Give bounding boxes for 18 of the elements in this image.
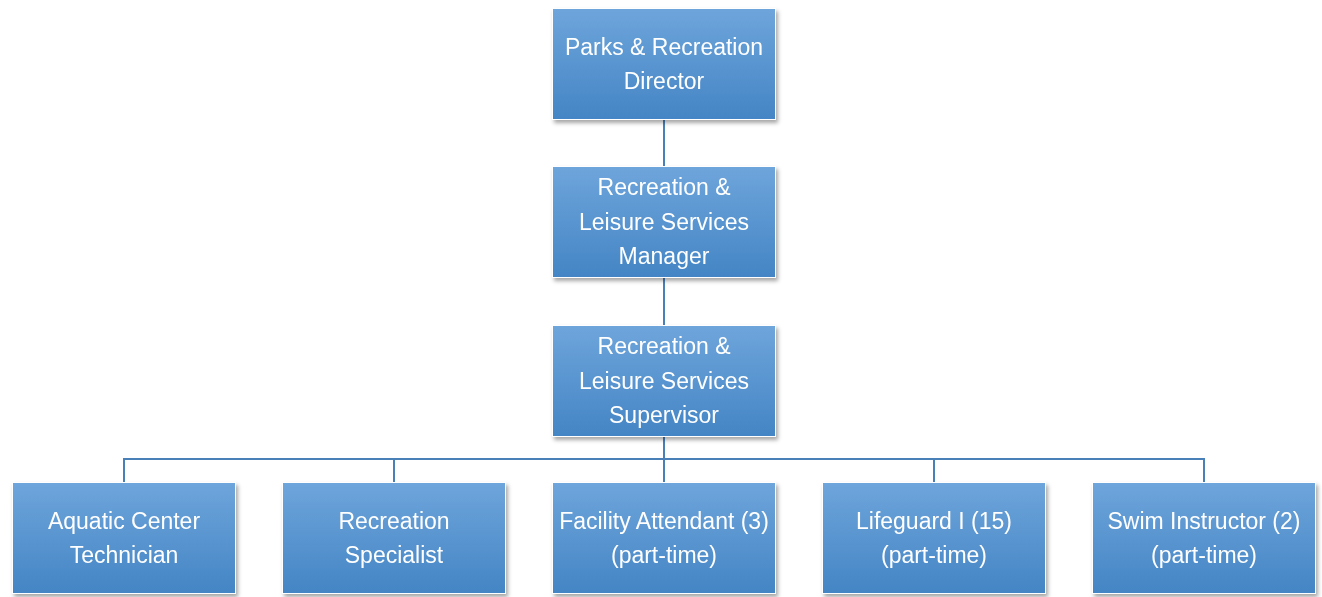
position-box <box>552 8 776 120</box>
job-title: Parks & Recreation Director <box>563 32 765 96</box>
position-box <box>552 325 776 437</box>
position-box <box>822 482 1046 594</box>
position-box <box>12 482 236 594</box>
connector-line <box>663 277 665 326</box>
connector-line <box>663 119 665 167</box>
position-box <box>552 166 776 278</box>
job-title: Recreation & Leisure Services Supervisor <box>578 332 750 431</box>
position-box <box>1092 482 1316 594</box>
job-title: Lifeguard I (15) (part-time) <box>855 506 1013 570</box>
job-title: Swim Instructor (2) (part-time) <box>1106 506 1302 570</box>
job-title: Recreation Specialist <box>337 506 451 570</box>
job-title: Recreation & Leisure Services Manager <box>578 173 750 272</box>
position-box <box>282 482 506 594</box>
job-title: Aquatic Center Technician <box>46 506 202 570</box>
position-box <box>552 482 776 594</box>
job-title: Facility Attendant (3) (part-time) <box>558 506 770 570</box>
